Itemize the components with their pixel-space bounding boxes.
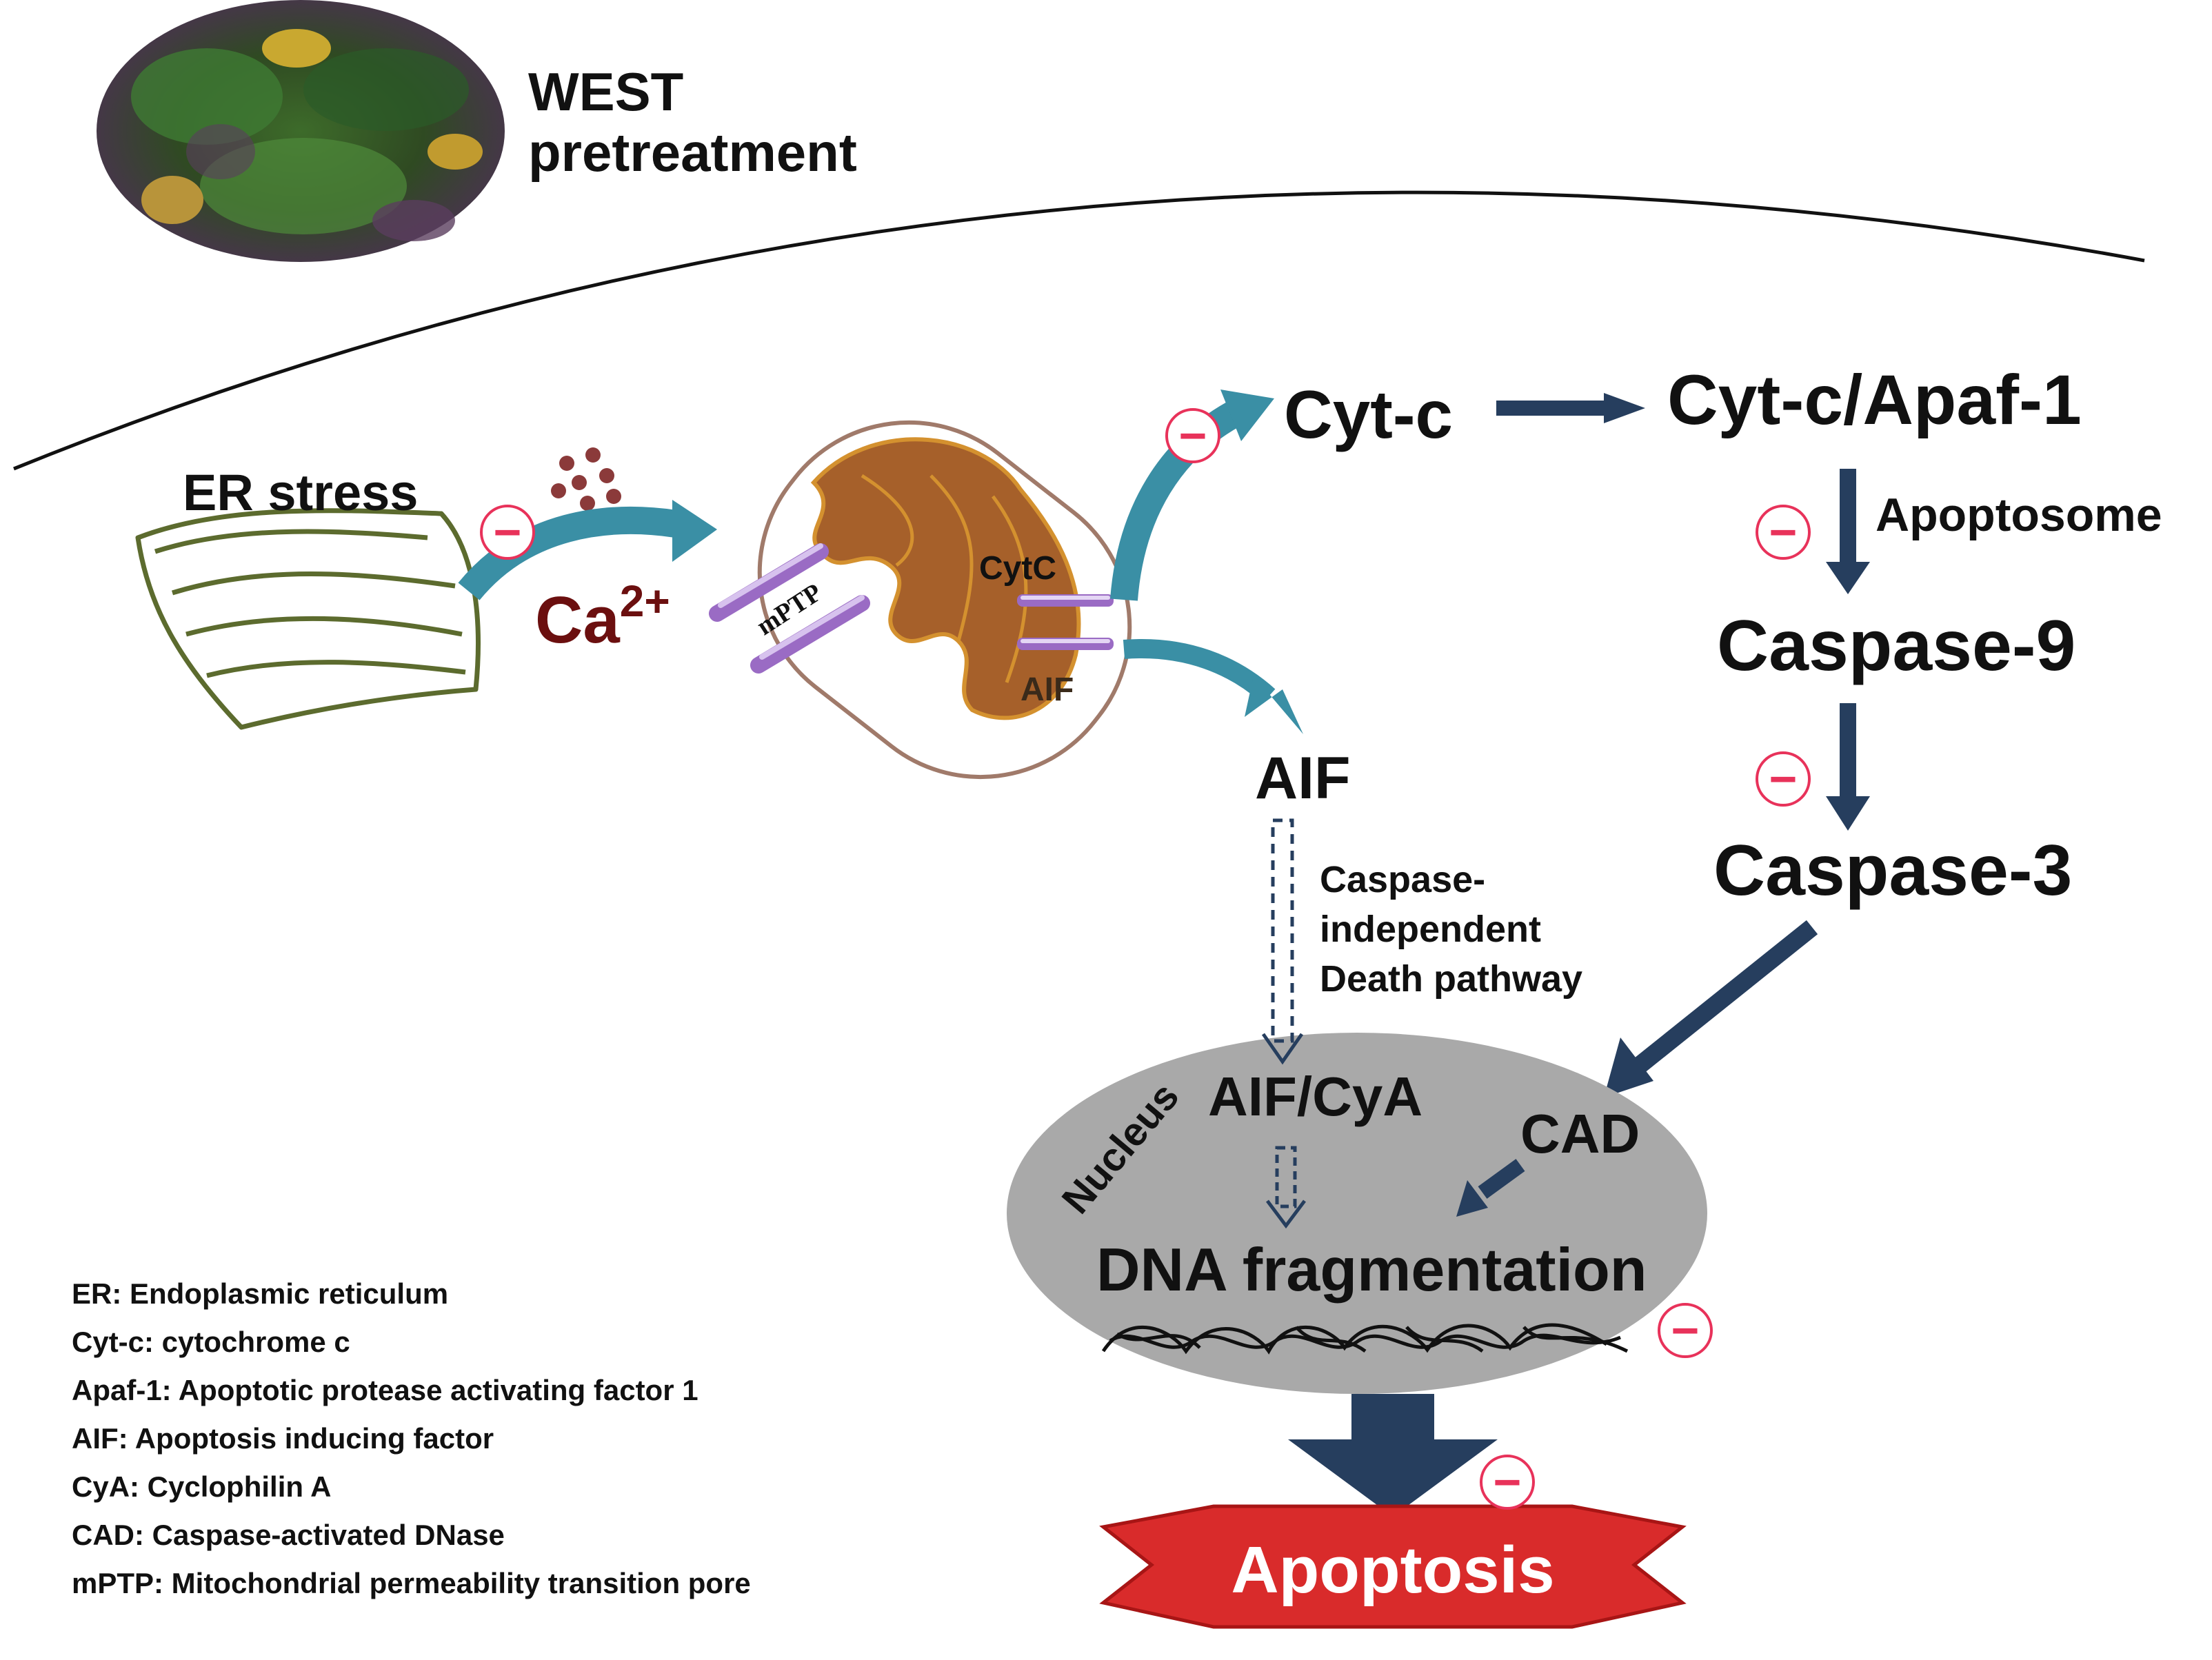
header-title-line1: WEST (528, 61, 683, 122)
inhibition-glyph-caspase9: − (1769, 752, 1798, 806)
aif-label: AIF (1255, 745, 1351, 811)
mitochondrion (709, 420, 1132, 780)
apoptosome-label: Apoptosome (1876, 489, 2162, 541)
legend-item: CyA: Cyclophilin A (72, 1470, 332, 1503)
header-title-line2: pretreatment (528, 122, 857, 183)
mito-to-aif-arrow (1123, 639, 1276, 704)
er-to-mito-arrow (458, 507, 678, 600)
legend-item: Cyt-c: cytochrome c (72, 1326, 350, 1358)
casp3-to-cad-arrowhead (1604, 1038, 1653, 1097)
cytc-label: Cyt-c (1284, 376, 1453, 452)
inhibition-icon-apoptosis (1480, 1455, 1535, 1510)
nucleus-to-apoptosis-arrow (1351, 1394, 1434, 1442)
nucleus-to-apoptosis-arrowhead (1288, 1439, 1498, 1517)
cell-membrane (13, 190, 2145, 471)
cytc-small-label: CytC (979, 550, 1056, 587)
aif-small-label: AIF (1020, 671, 1074, 708)
er-organelle (135, 508, 481, 730)
inhibition-icon-cytc (1165, 408, 1220, 463)
caspase-independent-line1: Caspase- (1320, 859, 1485, 900)
dna-fragmentation-label: DNA fragmentation (1096, 1235, 1647, 1304)
cytc-to-apaf-arrowhead (1604, 393, 1645, 423)
er-stress-label: ER stress (183, 464, 418, 521)
inhibition-icon-er (480, 505, 535, 560)
legend-item: CAD: Caspase-activated DNase (72, 1519, 505, 1551)
dna-strand (1101, 1323, 1629, 1355)
apoptosis-banner (1099, 1504, 1687, 1629)
casp3-to-cad-arrow (1629, 920, 1818, 1076)
cytc-apaf-label: Cyt-c/Apaf-1 (1667, 361, 2082, 439)
inhibition-icon-apoptosome (1756, 505, 1811, 560)
legend-item: Apaf-1: Apoptotic protease activating fa… (72, 1374, 698, 1406)
aifcya-to-dna-arrow (1266, 1146, 1306, 1229)
mito-to-aif-arrowhead (1245, 676, 1303, 734)
apoptosis-label: Apoptosis (1231, 1533, 1554, 1607)
caspase9-label: Caspase-9 (1717, 606, 2075, 686)
inhibition-glyphs: − − − − − − (494, 409, 1798, 1509)
casp9-to-casp3-arrowhead (1826, 796, 1870, 831)
inhibition-glyph-er: − (494, 505, 522, 559)
caspase-independent-line2: independent (1320, 909, 1541, 950)
nucleus (1007, 1033, 1707, 1394)
cad-to-dna-arrow (1478, 1159, 1525, 1199)
caspase-independent-arrow (1261, 818, 1304, 1065)
caspase-independent-line3: Death pathway (1320, 958, 1582, 1000)
inhibition-icon-caspase9 (1756, 751, 1811, 807)
inhibition-glyph-apoptosome: − (1769, 505, 1798, 559)
apaf-to-casp9-arrowhead (1826, 562, 1870, 594)
legend-item: ER: Endoplasmic reticulum (72, 1277, 449, 1310)
aif-cya-label: AIF/CyA (1208, 1066, 1422, 1127)
cad-label: CAD (1520, 1103, 1640, 1164)
inhibition-markers (480, 408, 1811, 1510)
inhibition-icon-dna (1658, 1303, 1713, 1358)
inhibition-glyph-cytc: − (1179, 409, 1207, 463)
plant-photo (97, 0, 505, 262)
er-to-mito-arrowhead (672, 500, 717, 562)
legend-item: AIF: Apoptosis inducing factor (72, 1422, 494, 1455)
caspase3-label: Caspase-3 (1713, 831, 2072, 911)
mito-to-cytc-arrowhead (1220, 389, 1274, 441)
legend-item: mPTP: Mitochondrial permeability transit… (72, 1567, 751, 1599)
inhibition-glyph-dna: − (1671, 1304, 1700, 1357)
inhibition-glyph-apoptosis: − (1494, 1455, 1522, 1509)
abbreviation-legend: ER: Endoplasmic reticulum Cyt-c: cytochr… (72, 1270, 1037, 1608)
cad-to-dna-arrowhead (1456, 1180, 1488, 1217)
calcium-label: Ca2+ (535, 576, 670, 657)
